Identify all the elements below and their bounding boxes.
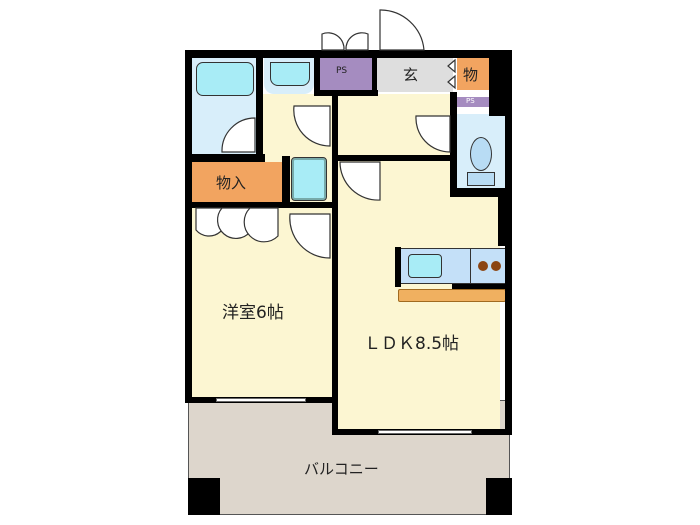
closet-door-icon xyxy=(243,207,279,243)
balcony-column-left xyxy=(188,478,220,515)
wall-storage-right xyxy=(282,156,290,206)
pipe-space-1 xyxy=(320,58,372,90)
bath-door-icon xyxy=(221,117,256,153)
ldk-label: ＬＤＫ8.5帖 xyxy=(364,334,460,354)
toilet-door-icon xyxy=(415,115,451,153)
stove-divider xyxy=(470,248,471,284)
shoe-cabinet-door-icon xyxy=(447,58,456,74)
washing-machine-icon xyxy=(291,157,327,201)
pipe-space-2-label: PS xyxy=(466,97,475,105)
wall-center-vertical xyxy=(332,96,338,434)
entrance xyxy=(377,58,453,92)
wall-bath-bottom xyxy=(185,154,265,162)
front-door-icon xyxy=(379,9,425,51)
shoe-cabinet-door-icon xyxy=(447,74,456,90)
storage-closet xyxy=(192,162,282,202)
western-room-label: 洋室6帖 xyxy=(222,303,284,323)
wall-storage-bottom xyxy=(185,202,337,208)
window-western xyxy=(216,398,306,402)
ps-door-icon xyxy=(321,32,345,51)
shoe-storage xyxy=(457,58,489,90)
pipe-space-2 xyxy=(457,97,489,107)
wall-ps-bottom xyxy=(314,90,378,96)
wall-bath-right xyxy=(256,58,263,156)
balcony-column-right xyxy=(486,478,512,515)
wall-toilet-bottom xyxy=(450,188,512,197)
toilet-bowl-icon xyxy=(470,137,492,171)
washbasin-icon xyxy=(270,62,310,86)
wall-ps-block xyxy=(314,58,320,96)
kitchen-wall-left xyxy=(395,247,401,287)
kitchen-sink-icon xyxy=(408,254,442,278)
window-ldk xyxy=(378,430,472,434)
entrance-label: 玄 xyxy=(403,66,419,84)
kitchen-wall-bottom xyxy=(452,284,506,289)
ldk-door-icon xyxy=(339,161,381,201)
wall-entry-left xyxy=(372,58,377,96)
storage-closet-label: 物入 xyxy=(216,174,247,192)
toilet-tank-icon xyxy=(467,172,495,186)
balcony-label: バルコニー xyxy=(304,460,379,478)
stove-burner-icon xyxy=(478,261,488,271)
shoe-storage-label: 物 xyxy=(463,66,479,84)
stove-burner-icon xyxy=(491,261,501,271)
wall-hall-bottom xyxy=(338,155,456,161)
western-door-icon xyxy=(289,213,331,259)
outer-wall-top xyxy=(185,50,512,58)
wall-ldk-right xyxy=(498,188,512,246)
ps-door-icon xyxy=(345,32,369,51)
outer-wall-left xyxy=(185,50,192,402)
pipe-space-1-label: PS xyxy=(336,66,348,76)
wall-toilet-left xyxy=(450,92,457,197)
washroom-door-icon xyxy=(293,105,331,147)
bathtub-icon xyxy=(196,62,254,96)
